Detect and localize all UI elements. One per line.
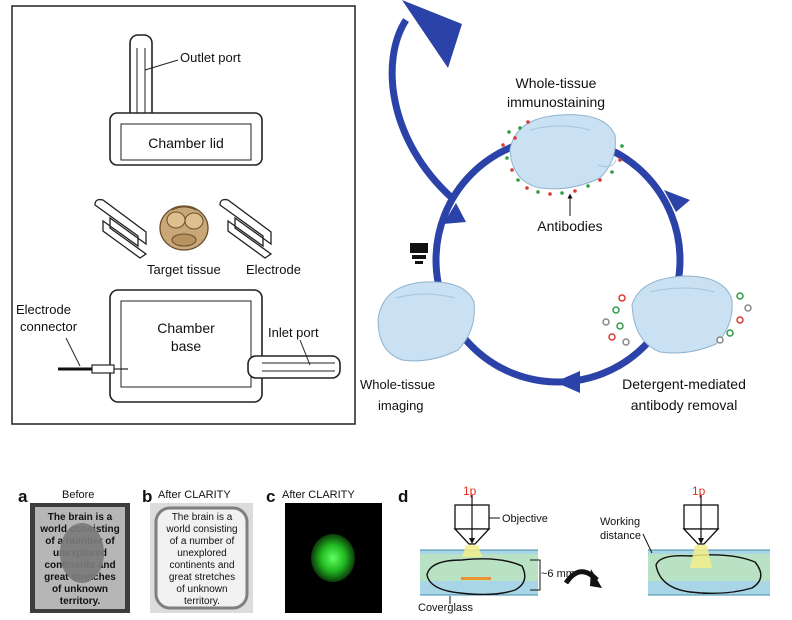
panel-d-focal-band-left xyxy=(461,577,491,580)
outlet-port-leader xyxy=(144,59,179,71)
entry-arrow-curve xyxy=(388,18,455,201)
svg-text:The brain is a: The brain is a xyxy=(48,512,113,523)
panel-d: d 1p Objective ~6 mm Coverglass xyxy=(398,484,770,614)
target-tissue xyxy=(159,205,209,251)
panel-a: a Before The brain is a world consisting… xyxy=(18,487,130,613)
antibodies-label: Antibodies xyxy=(537,218,602,234)
electrode-left xyxy=(94,198,148,259)
panel-b-text: The brain is a world consisting of a num… xyxy=(165,512,237,607)
panel-d-1p-left: 1p xyxy=(463,484,477,498)
brain-top xyxy=(509,114,617,190)
panel-c-letter: c xyxy=(266,487,275,506)
electrode-connector-leader xyxy=(65,337,81,367)
cycle-arrow-top-right xyxy=(664,190,690,212)
cycle-arrow-bottom xyxy=(555,371,580,393)
working-distance-label-1: Working xyxy=(600,516,640,528)
inlet-port-tube xyxy=(247,355,341,379)
chamber-base-label-1: Chamber xyxy=(157,320,215,336)
svg-text:unexplored: unexplored xyxy=(177,548,226,559)
cycle-arrow-left xyxy=(443,203,466,224)
working-distance-leader xyxy=(642,533,653,554)
working-distance-label-2: distance xyxy=(600,530,641,542)
chamber-base-label-2: base xyxy=(171,338,202,354)
clarity-cycle: Whole-tissue immunostaining Antibodies W… xyxy=(360,0,752,413)
entry-arrow-head xyxy=(402,0,462,68)
chamber-diagram: Outlet port Chamber lid Target tissue El… xyxy=(11,5,356,425)
depth-label: ~6 mm xyxy=(541,568,575,580)
panel-d-right-brain xyxy=(655,554,762,595)
panel-a-title: Before xyxy=(62,489,94,501)
panel-d-1p-right: 1p xyxy=(692,484,706,498)
objective-label: Objective xyxy=(502,513,548,525)
removal-label-2: antibody removal xyxy=(631,397,738,413)
imaging-label-1: Whole-tissue xyxy=(360,377,435,392)
svg-text:territory.: territory. xyxy=(184,596,220,607)
coverglass-label: Coverglass xyxy=(418,602,474,614)
electrode-connector-label-2: connector xyxy=(20,319,78,334)
immunostaining-label-1: Whole-tissue xyxy=(516,75,597,91)
outlet-port-label: Outlet port xyxy=(180,50,241,65)
brain-left xyxy=(377,281,475,362)
panel-c-title: After CLARITY xyxy=(282,489,355,501)
panel-a-letter: a xyxy=(18,487,28,506)
svg-text:The brain is a: The brain is a xyxy=(172,512,233,523)
svg-text:world consisting: world consisting xyxy=(165,524,237,535)
panel-b-letter: b xyxy=(142,487,152,506)
panel-a-opaque-brain xyxy=(60,523,104,583)
panel-d-right-setup: 1p Working distance xyxy=(600,484,770,596)
panel-b: b After CLARITY The brain is a world con… xyxy=(142,487,253,613)
panel-c: c After CLARITY xyxy=(266,487,382,613)
chamber-lid-label: Chamber lid xyxy=(148,135,223,151)
panel-d-left-brain xyxy=(426,558,526,596)
inlet-port-label: Inlet port xyxy=(268,325,319,340)
panel-c-fluorescent-brain xyxy=(311,534,355,582)
imaging-label-2: imaging xyxy=(378,398,424,413)
chamber-base xyxy=(109,289,263,403)
svg-text:of a number of: of a number of xyxy=(170,536,235,547)
panel-d-letter: d xyxy=(398,487,408,506)
electrode-connector-label-1: Electrode xyxy=(16,302,71,317)
microscope-icon xyxy=(410,243,428,264)
svg-text:continents and: continents and xyxy=(169,560,234,571)
immunostaining-label-2: immunostaining xyxy=(507,94,605,110)
electrode-label: Electrode xyxy=(246,262,301,277)
target-tissue-label: Target tissue xyxy=(147,262,221,277)
brain-right xyxy=(631,275,733,354)
inlet-port-leader xyxy=(299,339,311,366)
chamber-lid xyxy=(109,112,263,166)
svg-text:of unknown: of unknown xyxy=(52,584,108,595)
svg-text:territory.: territory. xyxy=(60,596,101,607)
panel-b-title: After CLARITY xyxy=(158,489,231,501)
electrode-connector xyxy=(91,364,115,374)
removal-label-1: Detergent-mediated xyxy=(622,376,746,392)
outlet-port-tube xyxy=(129,34,153,121)
antibody-dots-top xyxy=(501,120,624,196)
svg-text:great stretches: great stretches xyxy=(169,572,235,583)
depth-bracket xyxy=(530,559,541,591)
svg-text:of unknown: of unknown xyxy=(176,584,227,595)
panel-d-left-setup: 1p Objective ~6 mm Coverglass xyxy=(418,484,575,614)
electrode-right xyxy=(219,198,273,259)
antibody-circles-right xyxy=(602,292,752,346)
